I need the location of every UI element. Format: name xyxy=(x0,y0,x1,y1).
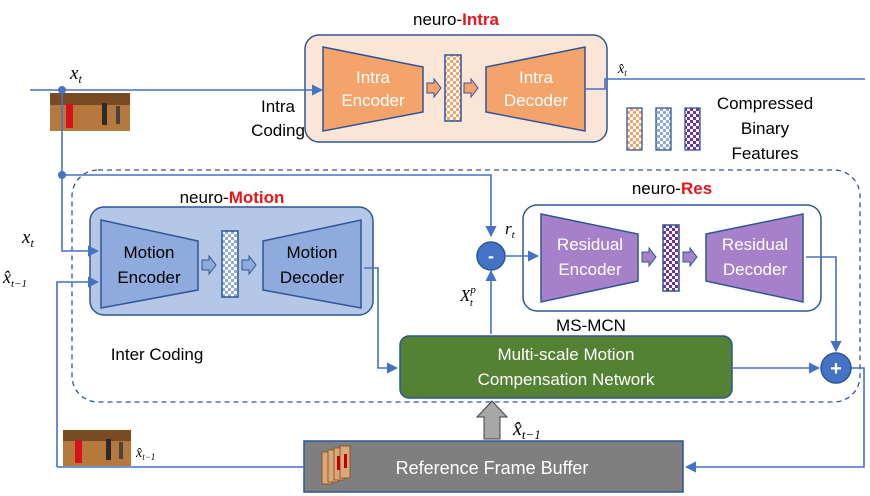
intra-decoder-label-2: Decoder xyxy=(504,91,569,110)
compressed-features-label: Compressed xyxy=(717,94,813,113)
reference-buffer-box xyxy=(303,440,684,493)
xhat-prev-buffer-symbol: x̂t−1 xyxy=(512,418,541,442)
prev-frame-to-motion xyxy=(56,276,100,467)
mcn-box xyxy=(399,335,733,399)
stacked-frames-icon xyxy=(321,445,351,485)
residual-decoder-label: Residual xyxy=(722,235,788,254)
res-arrow-2 xyxy=(682,246,698,268)
residual-encoder-label: Residual xyxy=(557,235,623,254)
intra-arrow-1 xyxy=(426,77,442,99)
residual-encoder-block xyxy=(540,213,639,303)
xhat-prev-bottom-symbol: x̂t−1 xyxy=(135,446,155,462)
intra-decoder-label: Intra xyxy=(519,68,554,87)
motion-encoder-label-2: Encoder xyxy=(117,268,181,287)
neuro-res-title: neuro-Res xyxy=(632,179,712,198)
xhat-t-out-symbol: x̂t xyxy=(617,62,627,78)
residual-decoder-block xyxy=(705,213,804,303)
compressed-features-label-3: Features xyxy=(731,144,798,163)
motion-encoder-label: Motion xyxy=(123,243,174,262)
intra-feature-bar xyxy=(444,54,462,122)
res-arrow-1 xyxy=(641,246,657,268)
xhat-prev-left-symbol: x̂t−1 xyxy=(2,267,27,290)
motion-decoder-block xyxy=(262,219,362,309)
intra-encoder-label-2: Encoder xyxy=(341,91,405,110)
motion-arrow-2 xyxy=(241,254,257,276)
neuro-intra-title: neuro-Intra xyxy=(413,10,500,29)
motion-decoder-label: Motion xyxy=(286,243,337,262)
intra-coding-label-2: Coding xyxy=(251,121,305,140)
intra-coding-label: Intra xyxy=(261,97,296,116)
inter-coding-region xyxy=(71,169,861,403)
intra-encoder-block xyxy=(322,46,424,132)
feature-icon-orange xyxy=(626,107,643,151)
frame-thumbnail-bottom xyxy=(63,430,131,466)
add-node xyxy=(820,352,852,384)
r-t-symbol: rt xyxy=(505,219,516,241)
motion-encoder-block xyxy=(100,219,199,309)
residual-encoder-label-2: Encoder xyxy=(558,260,622,279)
res-to-add xyxy=(806,256,842,353)
motion-arrow-1 xyxy=(201,254,217,276)
input-to-sub-line xyxy=(62,174,497,238)
mcn-label-2: Compensation Network xyxy=(478,370,655,389)
reference-buffer-label: Reference Frame Buffer xyxy=(396,458,589,478)
input-down-line xyxy=(61,90,100,257)
intra-output-line xyxy=(586,78,865,90)
add-symbol: + xyxy=(830,358,842,380)
branch-junction-dot xyxy=(58,171,66,179)
intra-arrow-2 xyxy=(463,77,479,99)
res-feature-bar xyxy=(662,224,680,292)
ms-mcn-label: MS-MCN xyxy=(556,316,626,335)
motion-feature-bar xyxy=(221,230,239,298)
subtract-symbol: - xyxy=(488,246,494,266)
intra-encoder-label: Intra xyxy=(356,68,391,87)
frame-thumbnail-top xyxy=(50,93,130,131)
inter-coding-label: Inter Coding xyxy=(111,345,204,364)
feature-icon-blue xyxy=(655,107,672,151)
x-t-top-symbol: xt xyxy=(69,63,82,86)
compressed-features-label-2: Binary xyxy=(741,119,790,138)
intra-decoder-block xyxy=(485,46,586,132)
feature-icon-purple xyxy=(684,107,701,151)
residual-decoder-label-2: Decoder xyxy=(723,260,788,279)
mcn-label: Multi-scale Motion xyxy=(498,345,635,364)
x-t-left-symbol: xt xyxy=(21,227,34,250)
add-to-buffer xyxy=(684,367,865,473)
neuro-motion-title: neuro-Motion xyxy=(180,188,285,207)
buffer-to-mcn-arrow xyxy=(475,400,509,440)
motion-decoder-label-2: Decoder xyxy=(280,268,345,287)
input-junction-dot xyxy=(58,86,66,94)
subtract-node xyxy=(476,241,506,271)
motion-to-mcn xyxy=(364,267,399,374)
